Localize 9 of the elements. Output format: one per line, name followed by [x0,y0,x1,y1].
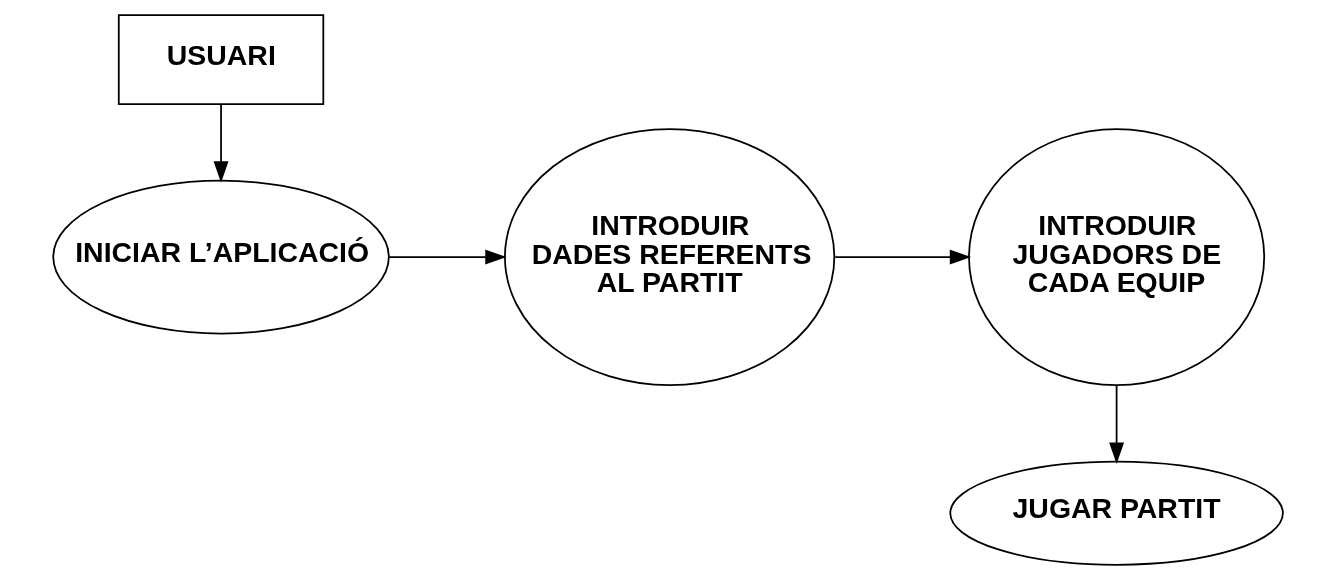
node-ellipse: INICIAR L’APLICACIÓ [51,179,390,335]
node-ellipse: INTRODUIR DADES REFERENTS AL PARTIT [503,128,835,387]
node-box: USUARI [117,14,324,106]
node-ellipse: JUGAR PARTIT [948,460,1284,566]
node-ellipse: INTRODUIR JUGADORS DE CADA EQUIP [967,128,1265,387]
arrow [213,103,229,183]
arrow [833,249,971,265]
arrow [387,249,507,265]
arrow [1108,384,1124,464]
